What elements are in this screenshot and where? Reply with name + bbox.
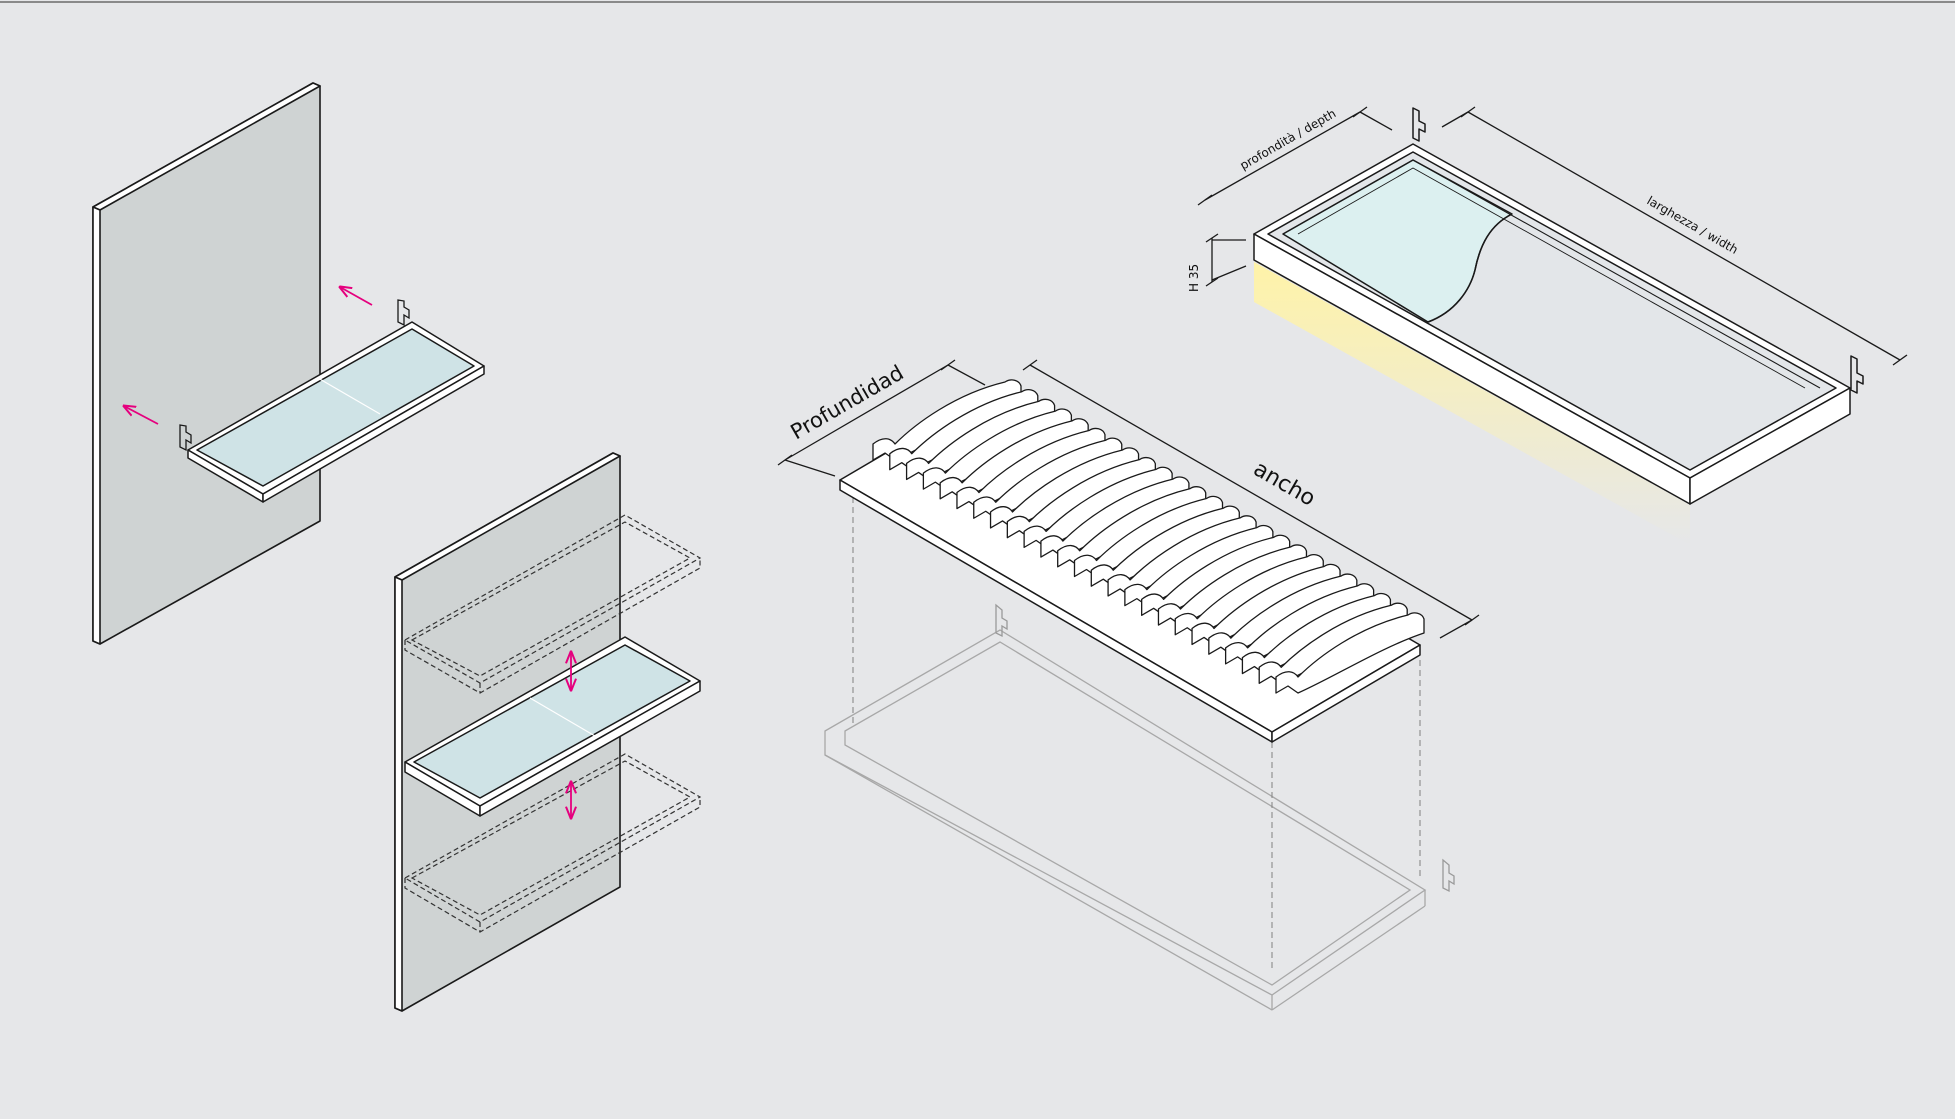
dimension-width xyxy=(1441,106,1908,366)
led-glass-tray xyxy=(1253,107,1864,505)
magenta-arrow-icon xyxy=(124,287,373,425)
wall-panel-left xyxy=(92,82,321,645)
label-ancho: ancho xyxy=(1249,457,1319,512)
plate-slot xyxy=(1275,612,1425,694)
label-profundidad: Profundidad xyxy=(787,361,908,445)
label-height: H 35 xyxy=(1187,264,1201,292)
dimension-ancho xyxy=(1022,359,1480,639)
dimension-depth xyxy=(1197,106,1393,206)
glass-shelf-left xyxy=(187,321,485,503)
label-width: larghezza / width xyxy=(1645,193,1741,256)
label-depth: profondità / depth xyxy=(1238,106,1339,172)
dimension-height xyxy=(1205,233,1247,287)
dimension-profundidad xyxy=(777,359,986,477)
ghost-shelf-upper xyxy=(403,514,702,694)
projection-lines xyxy=(852,497,1421,968)
bracket-icon xyxy=(179,299,410,452)
ghost-shelf-lower xyxy=(403,753,702,933)
led-glow xyxy=(1254,262,1690,545)
glass-shelf-center xyxy=(404,636,701,817)
plate-slots xyxy=(872,379,1425,694)
tray-ghost xyxy=(824,603,1455,1011)
